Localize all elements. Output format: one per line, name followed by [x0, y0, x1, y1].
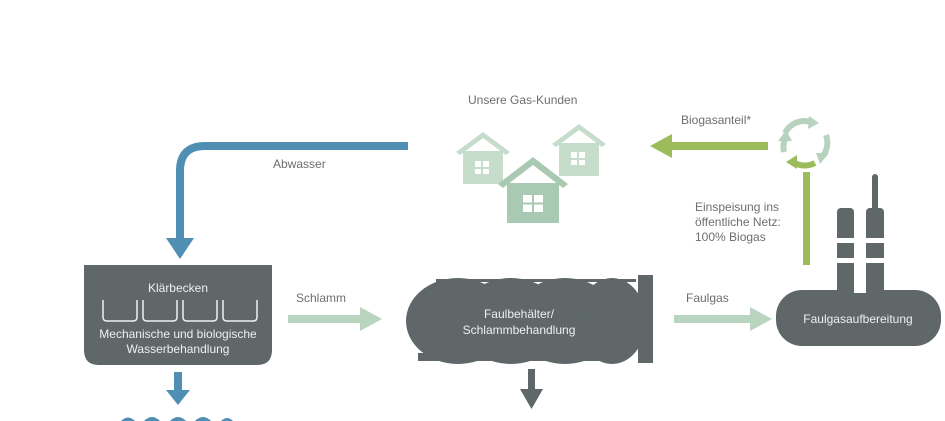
feed-in-label-2: öffentliche Netz: [695, 215, 781, 229]
water-outflow-arrow [121, 372, 233, 421]
wastewater-label: Abwasser [273, 157, 326, 171]
house-icon [498, 157, 568, 223]
wastewater-arrow [166, 142, 408, 259]
sludge-label: Schlamm [296, 291, 346, 305]
basin-icons [102, 300, 258, 322]
clarifier-desc-2: Wasserbehandlung [127, 342, 230, 356]
clarifier-desc-1: Mechanische und biologische [99, 327, 257, 341]
feed-in-label-1: Einspeisung ins [695, 200, 779, 214]
feed-in-label-3: 100% Biogas [695, 230, 766, 244]
customers-label: Unsere Gas-Kunden [468, 93, 577, 107]
digester-label-1: Faulbehälter/ [484, 307, 555, 321]
digester-gas-label: Faulgas [686, 291, 729, 305]
digester-label-2: Schlammbehandlung [463, 323, 576, 337]
clarifier-title: Klärbecken [148, 281, 208, 295]
gas-treatment-gap [854, 248, 866, 293]
digester-node [406, 275, 653, 364]
recycle-cycle-icon [778, 116, 831, 169]
house-icon [456, 132, 510, 184]
gas-treatment-band [837, 258, 884, 263]
gas-treatment-label: Faulgasaufbereitung [803, 312, 912, 326]
biogas-share-label: Biogasanteil* [681, 113, 751, 127]
clarifier-node [84, 265, 272, 365]
digester-gas-arrow [674, 307, 772, 331]
house-icon [552, 124, 606, 176]
digester-outflow-arrow [520, 369, 543, 409]
gas-treatment-band [837, 238, 884, 243]
gas-treatment-node [776, 174, 941, 346]
biogas-share-arrow [650, 134, 768, 158]
sludge-arrow [288, 307, 382, 331]
feed-in-line [803, 172, 810, 265]
